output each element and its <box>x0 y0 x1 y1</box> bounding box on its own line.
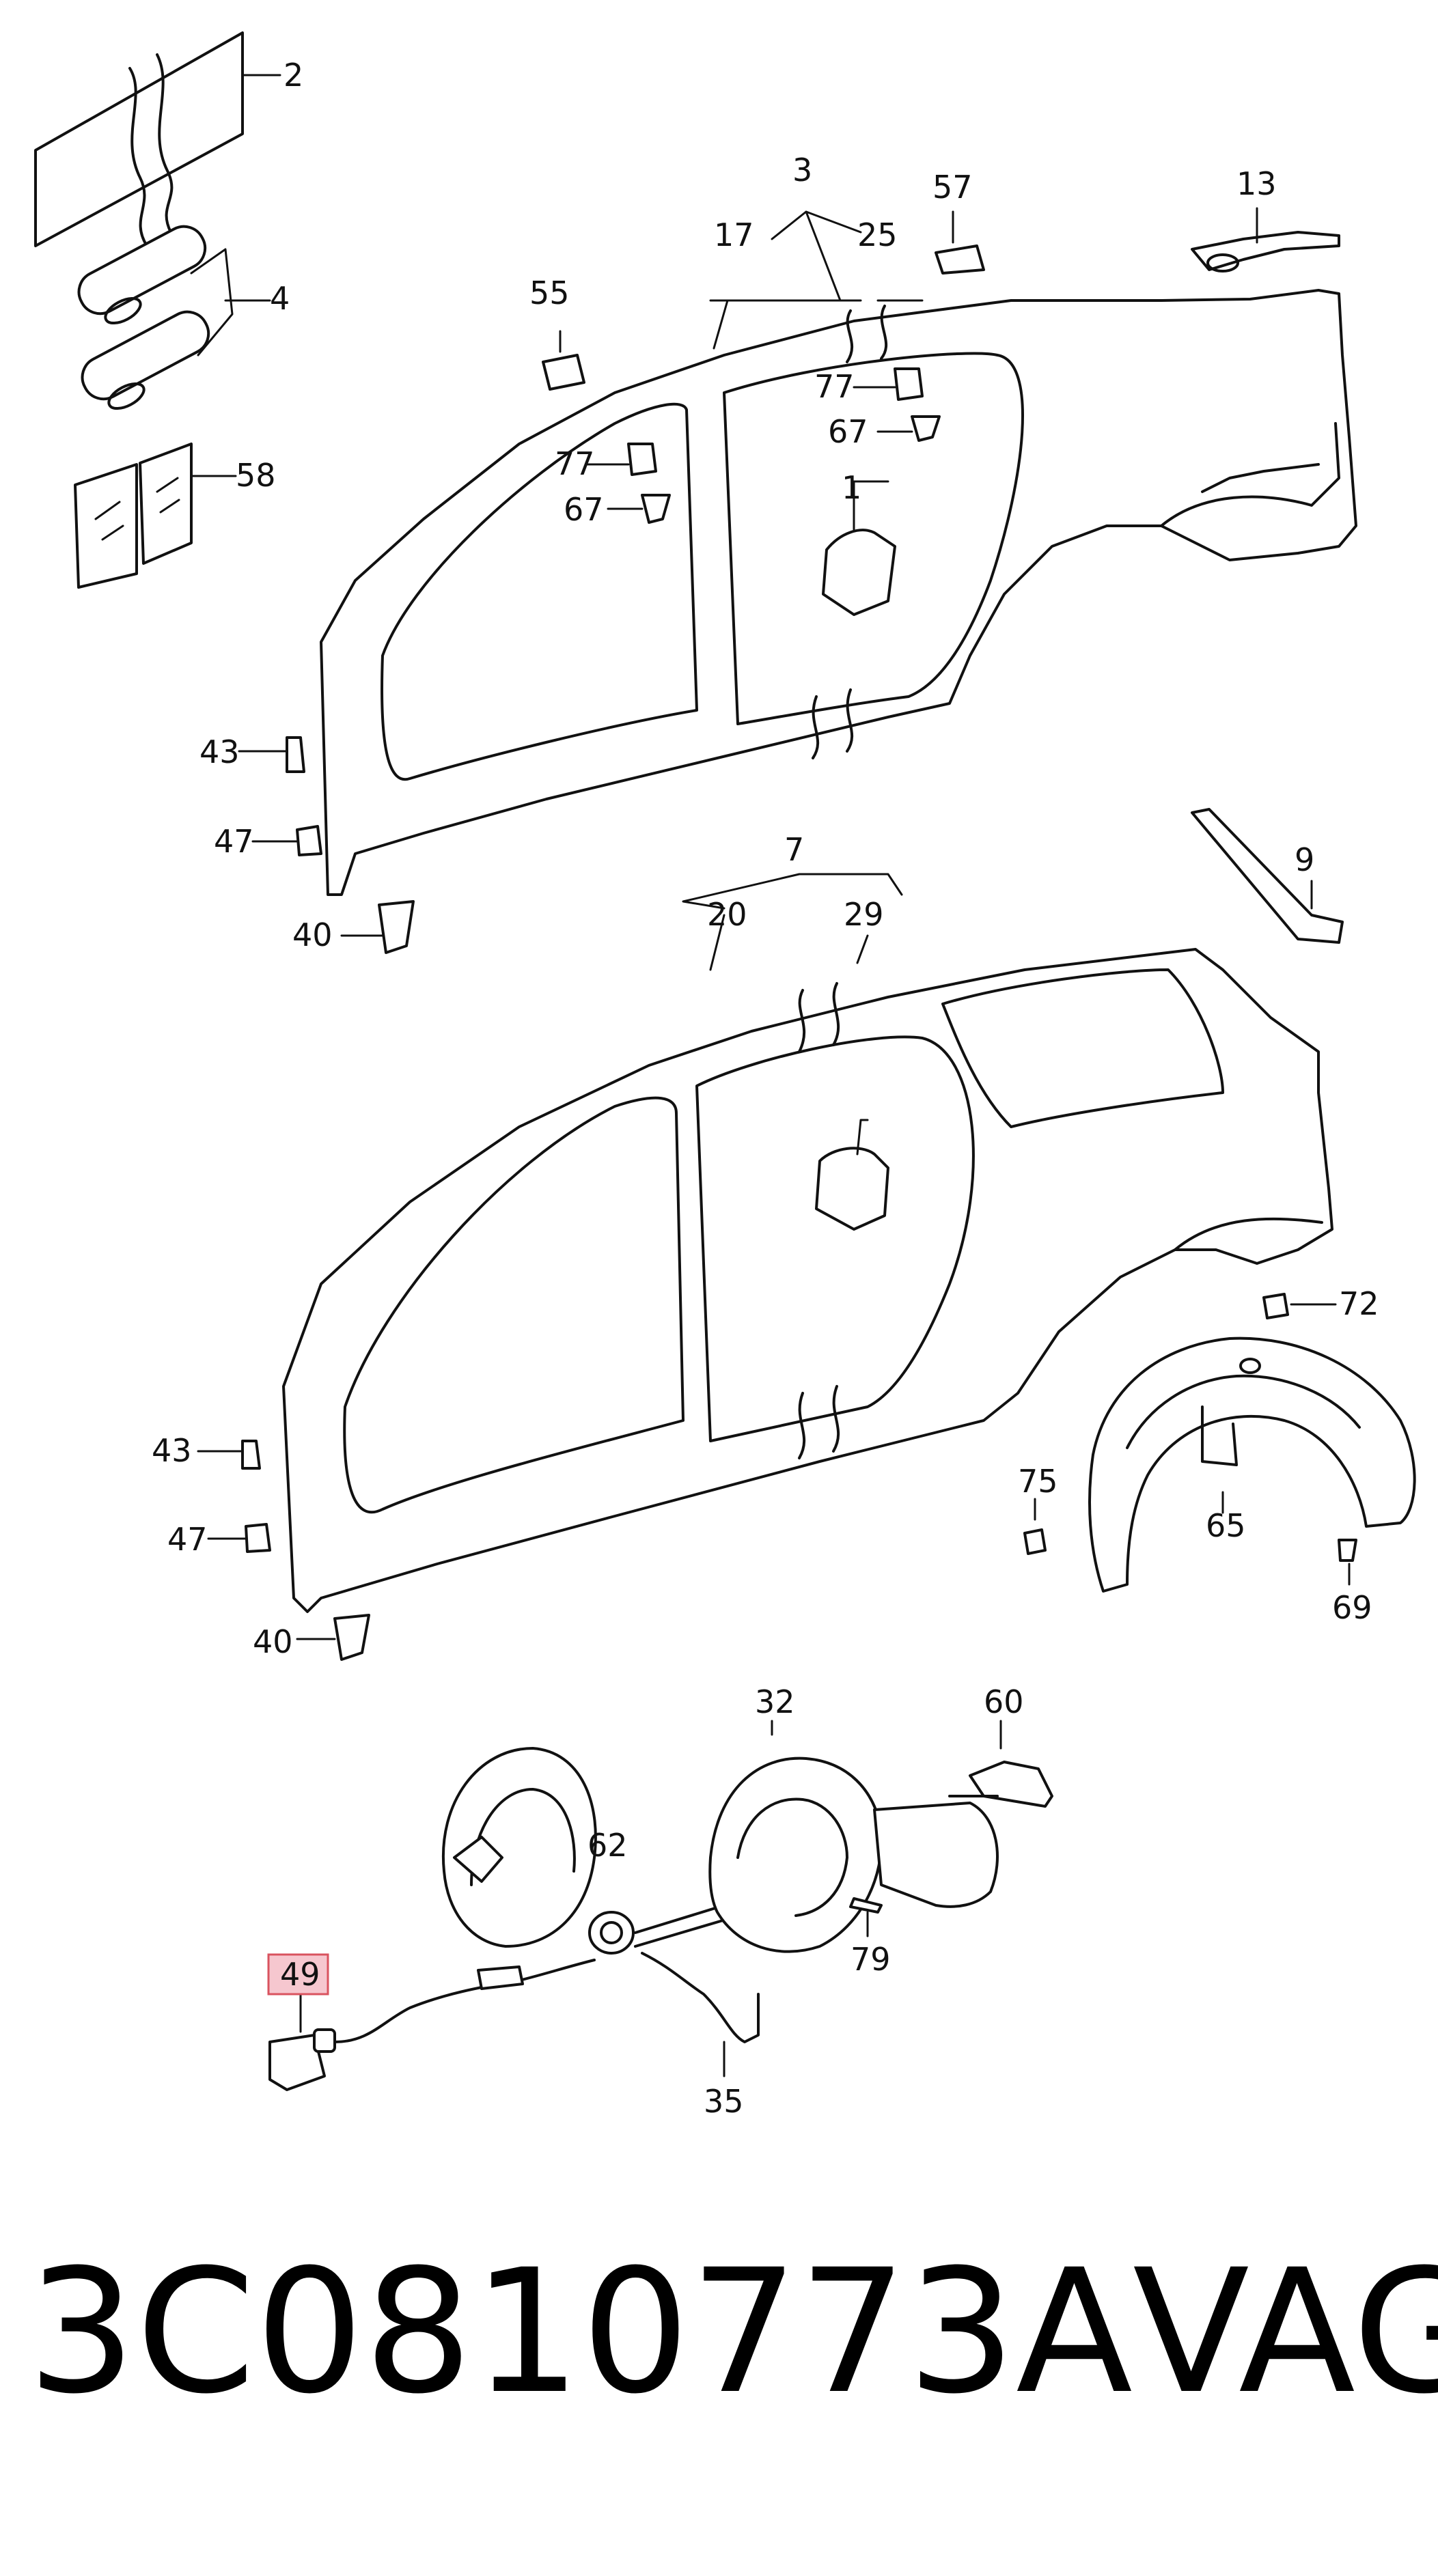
callout-9: 9 <box>1295 841 1314 878</box>
callout-65: 65 <box>1206 1507 1246 1544</box>
brand-name: VAG <box>1133 2232 1438 2431</box>
fuel-filler-assembly <box>441 1720 1053 2077</box>
part-65-wheelarch-liner <box>1023 1293 1416 1593</box>
callout-79: 79 <box>851 1941 891 1978</box>
callout-58: 58 <box>236 457 276 494</box>
part-43-47-40-wagon <box>197 1440 370 1661</box>
callout-67-lower: 67 <box>564 491 604 528</box>
callout-40-upper: 40 <box>292 916 333 953</box>
callout-32: 32 <box>755 1683 795 1720</box>
callout-49: 49 <box>280 1956 320 1993</box>
sedan-side-panel <box>320 210 1357 896</box>
part-2-document <box>34 31 281 247</box>
callout-2: 2 <box>284 57 303 94</box>
callout-43-upper: 43 <box>199 733 240 770</box>
callout-43-lower: 43 <box>152 1432 192 1469</box>
callout-55: 55 <box>529 275 570 311</box>
part-58-glass <box>74 443 237 589</box>
callout-29: 29 <box>844 896 884 933</box>
part-4-touchup-pens <box>77 225 271 410</box>
callout-20: 20 <box>707 896 747 933</box>
callout-62: 62 <box>587 1827 628 1864</box>
callout-labels: 2 3 57 13 17 25 4 55 77 67 58 77 1 67 43… <box>152 57 1379 2120</box>
callout-1: 1 <box>842 469 861 506</box>
callout-35: 35 <box>704 2083 744 2120</box>
callout-7: 7 <box>784 831 804 868</box>
part-number-footer: 3C0810773A VAG <box>27 2232 1438 2431</box>
part-55-clip <box>542 330 585 391</box>
callout-40-lower: 40 <box>253 1623 293 1660</box>
callout-69: 69 <box>1332 1589 1372 1626</box>
callout-49-highlight <box>267 1953 329 1996</box>
callout-60: 60 <box>984 1683 1024 1720</box>
part-57-clip <box>935 210 985 275</box>
callout-25: 25 <box>857 216 898 253</box>
part-number: 3C0810773A <box>27 2232 1133 2431</box>
callout-75: 75 <box>1018 1463 1058 1500</box>
callout-13: 13 <box>1236 165 1277 202</box>
callout-3: 3 <box>792 152 812 188</box>
callout-47-upper: 47 <box>214 823 254 860</box>
callout-47-lower: 47 <box>167 1521 208 1558</box>
callout-67-upper: 67 <box>828 413 868 450</box>
part-43-47-40-sedan <box>238 480 889 954</box>
part-49-cable-connector <box>268 1959 596 2091</box>
callout-77-upper: 77 <box>814 368 855 405</box>
callout-17: 17 <box>714 216 754 253</box>
wagon-side-panel <box>282 873 1333 1613</box>
part-13-bracket <box>1191 207 1340 272</box>
part-9-strip <box>1191 808 1344 944</box>
callout-57: 57 <box>932 169 973 206</box>
callout-72: 72 <box>1339 1285 1379 1322</box>
callout-77-lower: 77 <box>555 445 595 482</box>
callout-4: 4 <box>270 280 290 317</box>
part-77-67-fasteners <box>586 367 941 524</box>
